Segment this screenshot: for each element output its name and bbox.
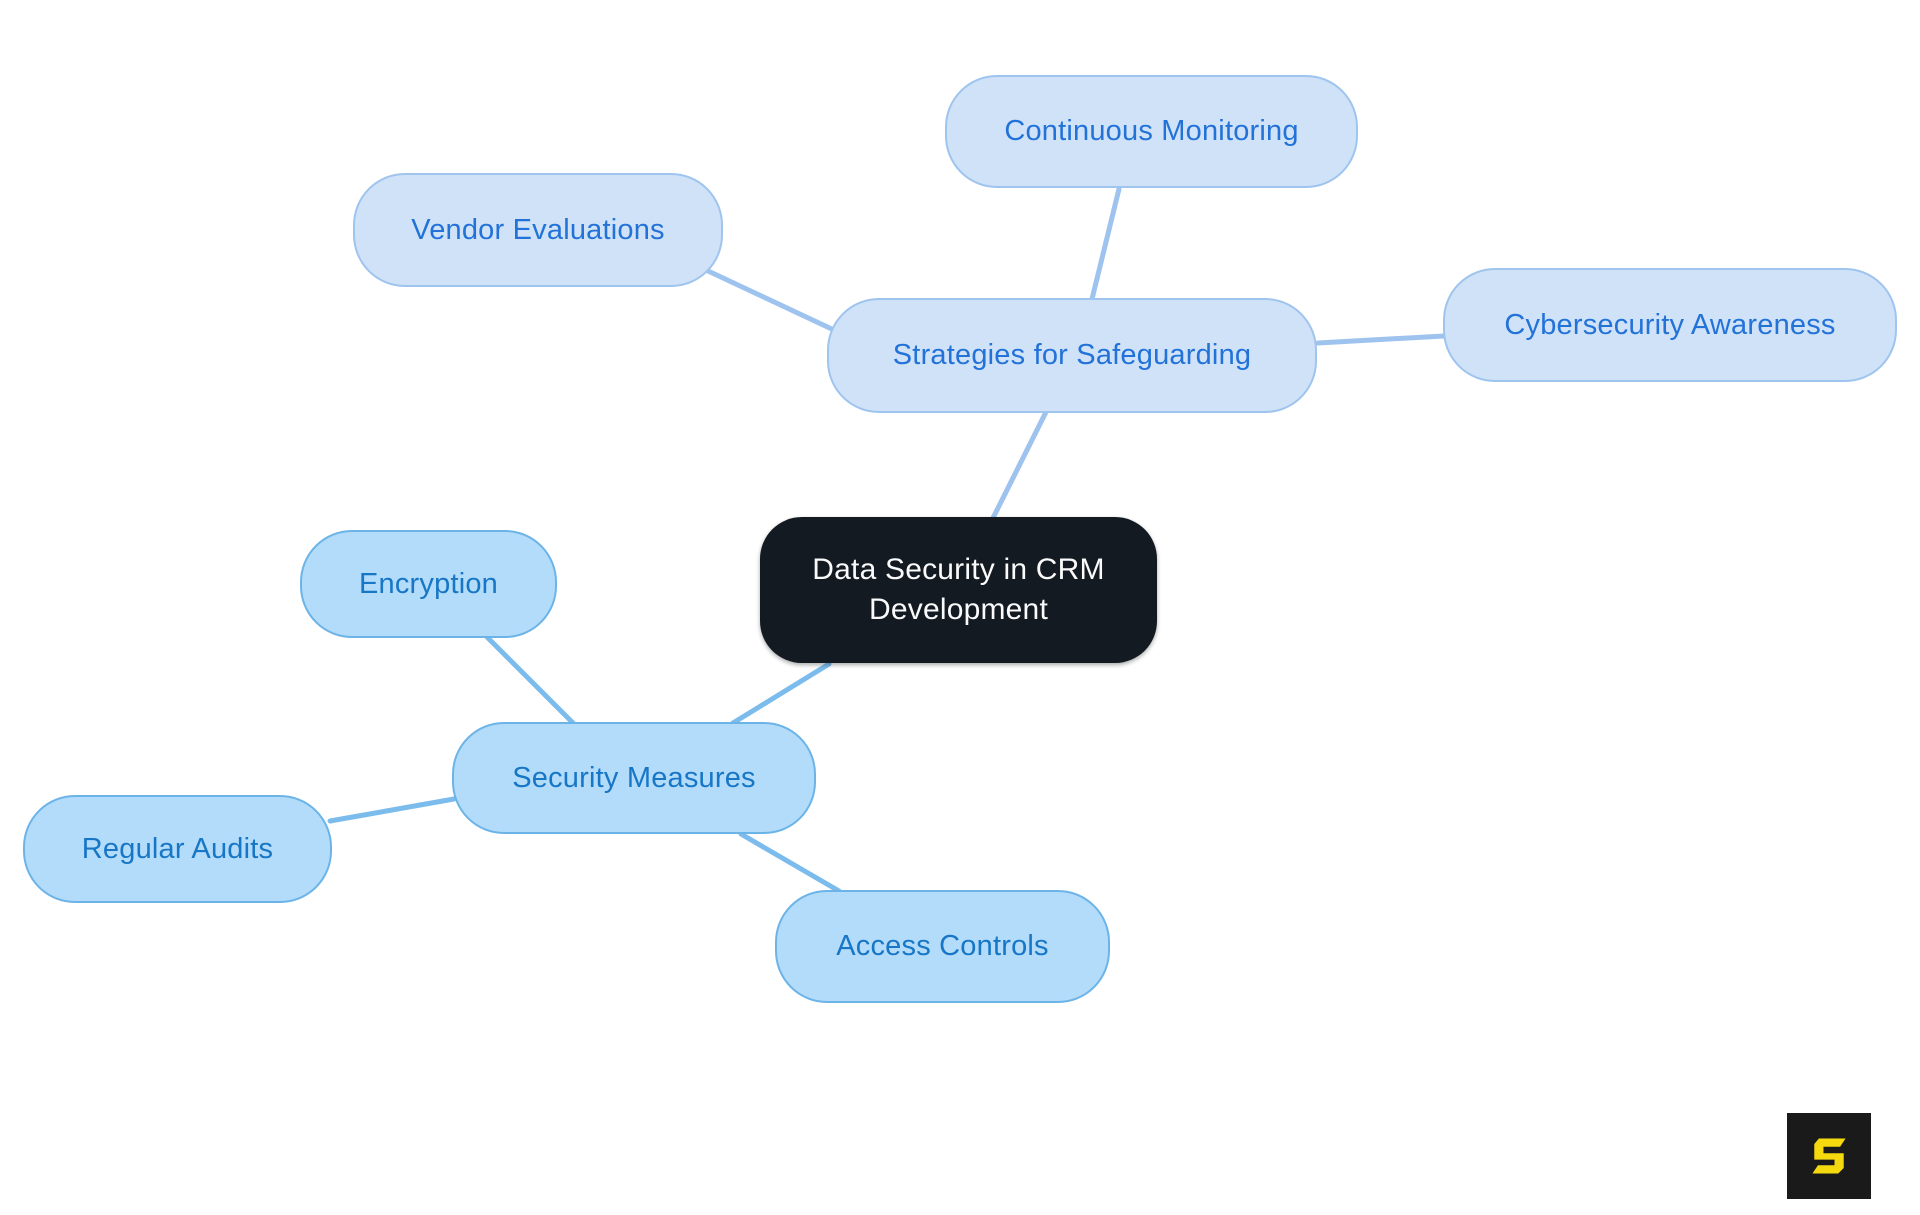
node-label: Regular Audits <box>81 832 274 865</box>
node-label: Strategies for Safeguarding <box>892 339 1252 371</box>
node-label: Encryption <box>358 567 498 600</box>
node-vendor-evaluations: Vendor Evaluations <box>353 173 723 287</box>
connector-strategies-cybersecurity <box>1315 333 1447 346</box>
connector-central-strategies <box>990 409 1049 521</box>
node-root-data-security-in-crm-development: Data Security in CRM Development <box>760 517 1157 663</box>
connector-central-security <box>730 661 832 726</box>
node-strategies-for-safeguarding: Strategies for Safeguarding <box>827 298 1317 413</box>
root-node-label: Data Security in CRM Development <box>812 552 1105 627</box>
node-label: Access Controls <box>836 930 1049 962</box>
connector-security-access <box>738 831 842 894</box>
node-security-measures: Security Measures <box>452 722 816 834</box>
node-label: Vendor Evaluations <box>411 213 665 246</box>
node-label: Continuous Monitoring <box>1004 115 1299 147</box>
connector-strategies-vendor <box>703 267 839 334</box>
node-cybersecurity-awareness: Cybersecurity Awareness <box>1443 268 1897 382</box>
s-logo-icon <box>1812 1138 1846 1174</box>
connector-security-audits <box>327 796 457 824</box>
connector-security-encryption <box>484 634 576 726</box>
brand-logo <box>1787 1113 1871 1199</box>
node-access-controls: Access Controls <box>775 890 1110 1003</box>
node-label: Cybersecurity Awareness <box>1504 308 1836 341</box>
node-label: Security Measures <box>512 761 756 794</box>
node-regular-audits: Regular Audits <box>23 795 332 903</box>
node-encryption: Encryption <box>300 530 557 638</box>
connector-strategies-continuous <box>1089 186 1122 302</box>
node-continuous-monitoring: Continuous Monitoring <box>945 75 1358 188</box>
